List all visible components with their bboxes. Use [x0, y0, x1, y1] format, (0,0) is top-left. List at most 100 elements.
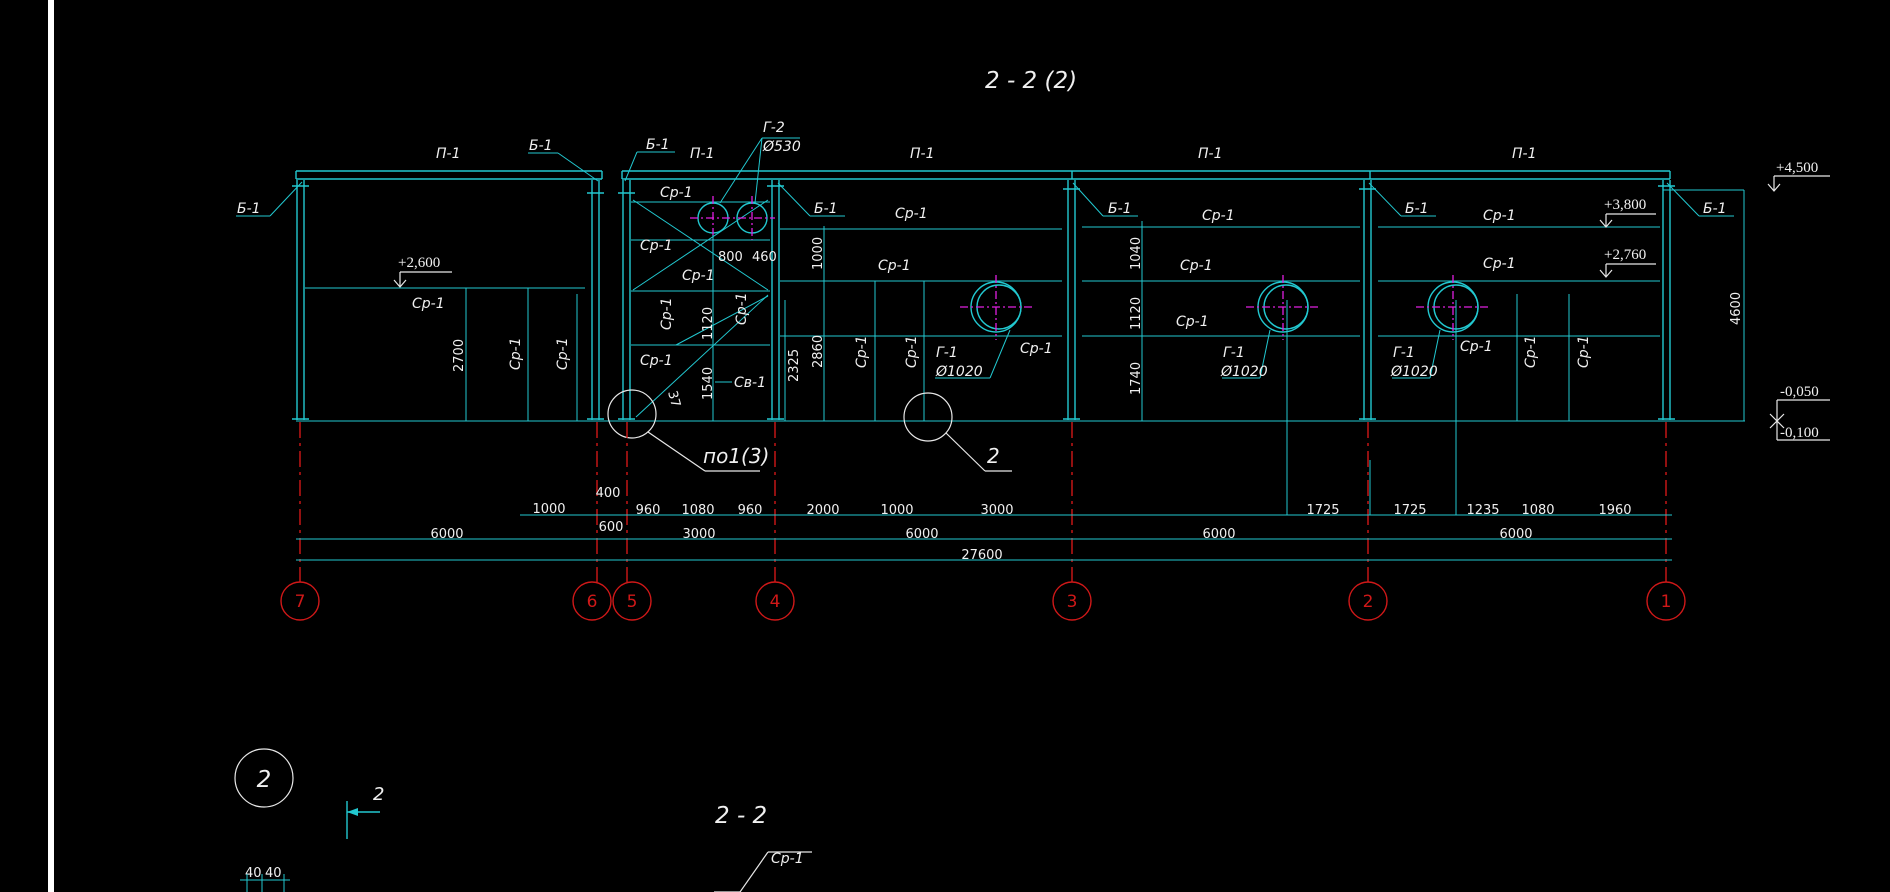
label-b1-d: Б-1	[814, 201, 838, 217]
dim-1235: 1235	[1466, 503, 1499, 518]
dim-1000-b: 1000	[880, 503, 913, 518]
label-b1-f: Б-1	[1405, 201, 1429, 217]
axis-label-6: 6	[587, 592, 598, 612]
label-sr1-v1: Ср-1	[508, 337, 524, 370]
label-sr1-j: Ср-1	[1176, 314, 1209, 330]
section-cut-mark: 2	[373, 784, 384, 805]
axis-label-7: 7	[295, 592, 306, 612]
dim-v-1040: 1040	[1129, 237, 1144, 270]
axis-label-4: 4	[770, 592, 781, 612]
dim-v-2700: 2700	[452, 339, 467, 372]
level-2600: +2,600	[398, 255, 440, 271]
label-b1-g: Б-1	[1703, 201, 1727, 217]
dim-3000-b: 3000	[682, 527, 715, 542]
lower-leader	[739, 851, 769, 892]
top-beam	[295, 170, 1671, 180]
detail-circle	[234, 748, 294, 808]
dimension-lines	[296, 189, 1745, 561]
label-sr1-v3: Ср-1	[659, 297, 675, 330]
label-sr1-n: Ср-1	[1460, 339, 1493, 355]
label-node-mark: 2	[987, 444, 1000, 468]
axis-bubbles	[280, 581, 1686, 621]
label-sr1-v6: Ср-1	[904, 335, 920, 368]
detail-mark: 2	[257, 767, 272, 793]
dim-v-1540: 1540	[701, 367, 716, 400]
dim-960-a: 960	[636, 503, 661, 518]
label-p1-b: П-1	[690, 146, 715, 162]
dim-40-a: 40	[245, 866, 262, 881]
dim-1725-b: 1725	[1393, 503, 1426, 518]
level-2760: +2,760	[1604, 247, 1646, 263]
dim-3000-a: 3000	[980, 503, 1013, 518]
label-p1-a: П-1	[436, 146, 461, 162]
label-d1020-a: Ø1020	[935, 364, 983, 380]
struts	[305, 199, 1660, 421]
level-4500: +4,500	[1776, 160, 1818, 176]
label-g1-c: Г-1	[1393, 345, 1415, 361]
section-title: 2 - 2 (2)	[985, 68, 1077, 94]
dim-6000-b: 6000	[905, 527, 938, 542]
label-p1-c: П-1	[910, 146, 935, 162]
label-d530: Ø530	[762, 139, 801, 155]
columns	[292, 180, 1675, 420]
label-sr1-v5: Ср-1	[854, 335, 870, 368]
label-b1-b: Б-1	[529, 138, 553, 154]
label-b1-e: Б-1	[1108, 201, 1132, 217]
label-sr1-g: Ср-1	[878, 258, 911, 274]
label-d1020-b: Ø1020	[1220, 364, 1268, 380]
dim-960-b: 960	[738, 503, 763, 518]
label-sr1-v4: Ср-1	[734, 292, 750, 325]
pipes	[690, 196, 1490, 340]
label-sr1-b: Ср-1	[640, 238, 673, 254]
dim-v-1120-b: 1120	[1129, 297, 1144, 330]
label-sr1-e: Ср-1	[412, 296, 445, 312]
label-sr1-f: Ср-1	[895, 206, 928, 222]
label-sr1-v8: Ср-1	[1576, 335, 1592, 368]
dim-v-2860: 2860	[811, 335, 826, 368]
axis-lines	[299, 422, 1667, 582]
axis-label-5: 5	[627, 592, 638, 612]
dim-600: 600	[599, 520, 624, 535]
dim-1080-a: 1080	[681, 503, 714, 518]
dim-37: 37	[664, 389, 683, 409]
label-sr1-a: Ср-1	[660, 185, 693, 201]
dim-2000: 2000	[806, 503, 839, 518]
dim-6000-c: 6000	[1202, 527, 1235, 542]
dim-v-4600: 4600	[1729, 292, 1744, 325]
dim-400: 400	[596, 486, 621, 501]
level-minus-050: -0,050	[1780, 384, 1819, 400]
label-d1020-c: Ø1020	[1390, 364, 1438, 380]
label-sr1-i: Ср-1	[1180, 258, 1213, 274]
label-sr1-m: Ср-1	[1020, 341, 1053, 357]
level-marks	[393, 175, 1830, 441]
leaders	[236, 137, 1734, 383]
label-g2: Г-2	[763, 120, 785, 136]
label-sr1-d: Ср-1	[640, 353, 673, 369]
level-3800: +3,800	[1604, 197, 1646, 213]
dim-6000-d: 6000	[1499, 527, 1532, 542]
dim-total: 27600	[961, 548, 1002, 563]
label-sr1-v2: Ср-1	[555, 337, 571, 370]
dim-v-1740: 1740	[1129, 362, 1144, 395]
dim-460: 460	[752, 250, 777, 265]
label-p1-e: П-1	[1512, 146, 1537, 162]
dim-40-b: 40	[265, 866, 282, 881]
dim-1080-b: 1080	[1521, 503, 1554, 518]
section-cut-arrow	[347, 808, 358, 816]
label-b1-a: Б-1	[237, 201, 261, 217]
label-g1-a: Г-1	[936, 345, 958, 361]
label-sr1-l: Ср-1	[1483, 256, 1516, 272]
sheet-border	[48, 0, 54, 892]
label-sr1-lower: Ср-1	[771, 851, 804, 867]
dim-v-1120: 1120	[701, 307, 716, 340]
section-title-lower: 2 - 2	[715, 803, 767, 829]
label-sv1: Св-1	[734, 375, 766, 391]
label-sr1-k: Ср-1	[1483, 208, 1516, 224]
label-sr1-h: Ср-1	[1202, 208, 1235, 224]
node-markers	[607, 389, 1012, 472]
dim-v-2325: 2325	[787, 349, 802, 382]
label-p1-d: П-1	[1198, 146, 1223, 162]
dim-1000-a: 1000	[532, 502, 565, 517]
axis-label-2: 2	[1363, 592, 1374, 612]
